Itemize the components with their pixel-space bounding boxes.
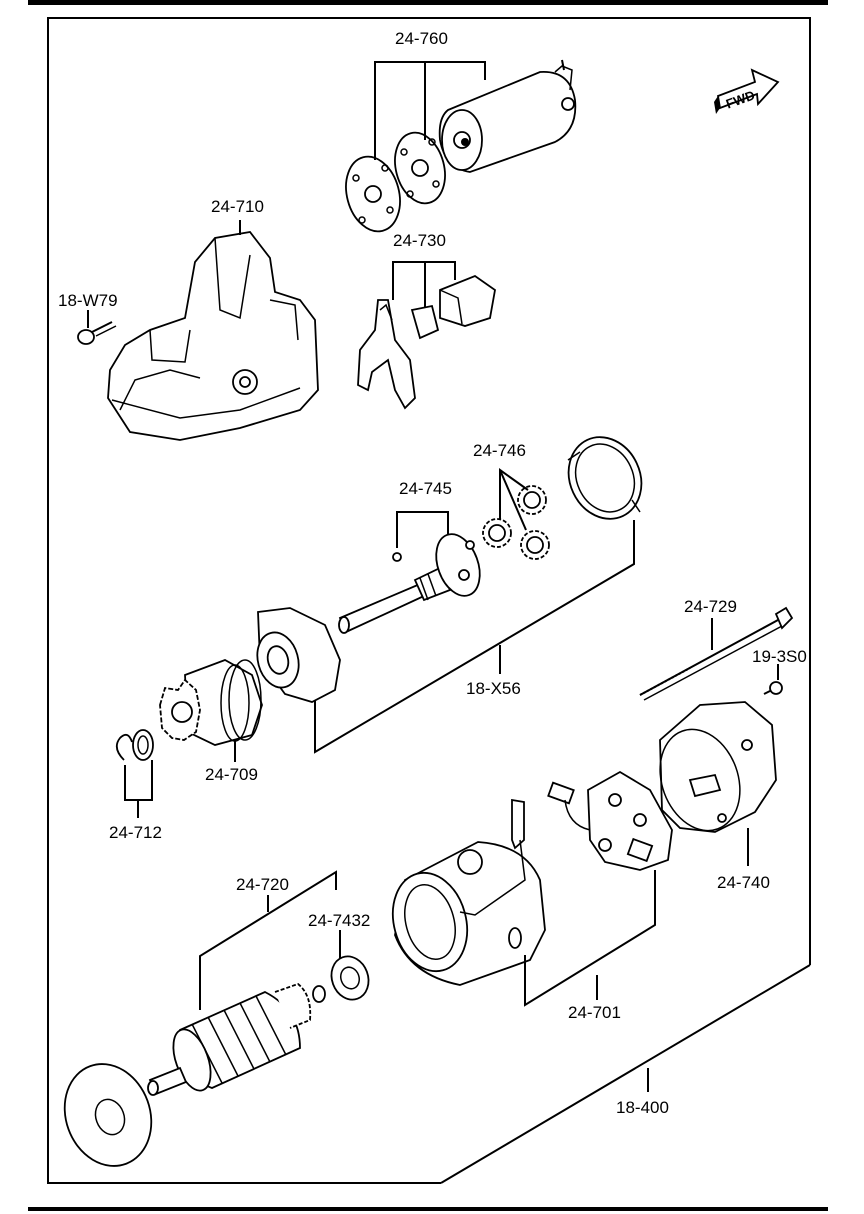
drive-housing (107, 231, 319, 441)
label-24-709: 24-709 (205, 765, 258, 784)
solenoid-gasket-plate-2 (394, 131, 446, 205)
armature-end-plate (63, 1063, 153, 1167)
center-bracket (256, 607, 341, 703)
leader-18-X56 (314, 520, 635, 754)
shift-lever (357, 299, 416, 410)
label-18-W79: 18-W79 (58, 291, 118, 310)
leader-24-701 (524, 870, 656, 1007)
label-19-3S0: 19-3S0 (752, 647, 807, 666)
label-24-712: 24-712 (109, 823, 162, 842)
steel-ball (392, 552, 402, 562)
planetary-gear-1 (482, 518, 512, 548)
leader-24-746-b (499, 469, 527, 531)
label-24-730: 24-730 (393, 231, 446, 250)
planetary-gear-2 (517, 485, 547, 515)
leader-24-760 (374, 61, 486, 160)
bottom-border-bar (28, 1207, 828, 1211)
snap-ring (115, 733, 133, 761)
label-24-729: 24-729 (684, 597, 737, 616)
leader-24-745 (396, 511, 449, 548)
label-24-720: 24-720 (236, 875, 289, 894)
label-18-400: 18-400 (616, 1098, 669, 1117)
label-24-745: 24-745 (399, 479, 452, 498)
armature (147, 982, 312, 1096)
fwd-arrow-icon: FWD (714, 68, 780, 114)
yoke-field-frame (391, 798, 546, 986)
assembly-boundary-diagonal (440, 964, 811, 1184)
screw-19-3S0 (763, 681, 783, 695)
label-24-710: 24-710 (211, 197, 264, 216)
planetary-shaft (338, 533, 481, 634)
ball-bearing (330, 955, 370, 1001)
label-18-X56: 18-X56 (466, 679, 521, 698)
through-bolt (639, 606, 794, 701)
leader-24-712 (124, 760, 153, 801)
lever-holder-rubber (439, 274, 496, 327)
rear-end-cover (659, 701, 777, 833)
solenoid-switch (438, 59, 577, 173)
leader-24-720 (199, 870, 337, 1010)
label-24-701: 24-701 (568, 1003, 621, 1022)
solenoid-gasket-plate-1 (345, 155, 401, 233)
planetary-gear-3 (520, 530, 550, 560)
brush-holder (547, 770, 673, 871)
bolt-18-W79 (77, 321, 117, 345)
label-24-740: 24-740 (717, 873, 770, 892)
label-24-760: 24-760 (395, 29, 448, 48)
label-24-746: 24-746 (473, 441, 526, 460)
internal-gear-ring (567, 436, 643, 520)
lever-plate (410, 304, 440, 340)
washer (312, 985, 326, 1003)
label-24-7432: 24-7432 (308, 911, 370, 930)
stop-ring (132, 729, 154, 761)
overrunning-clutch (159, 659, 263, 746)
top-border-bar (28, 0, 828, 5)
assembly-boundary (47, 17, 811, 1184)
